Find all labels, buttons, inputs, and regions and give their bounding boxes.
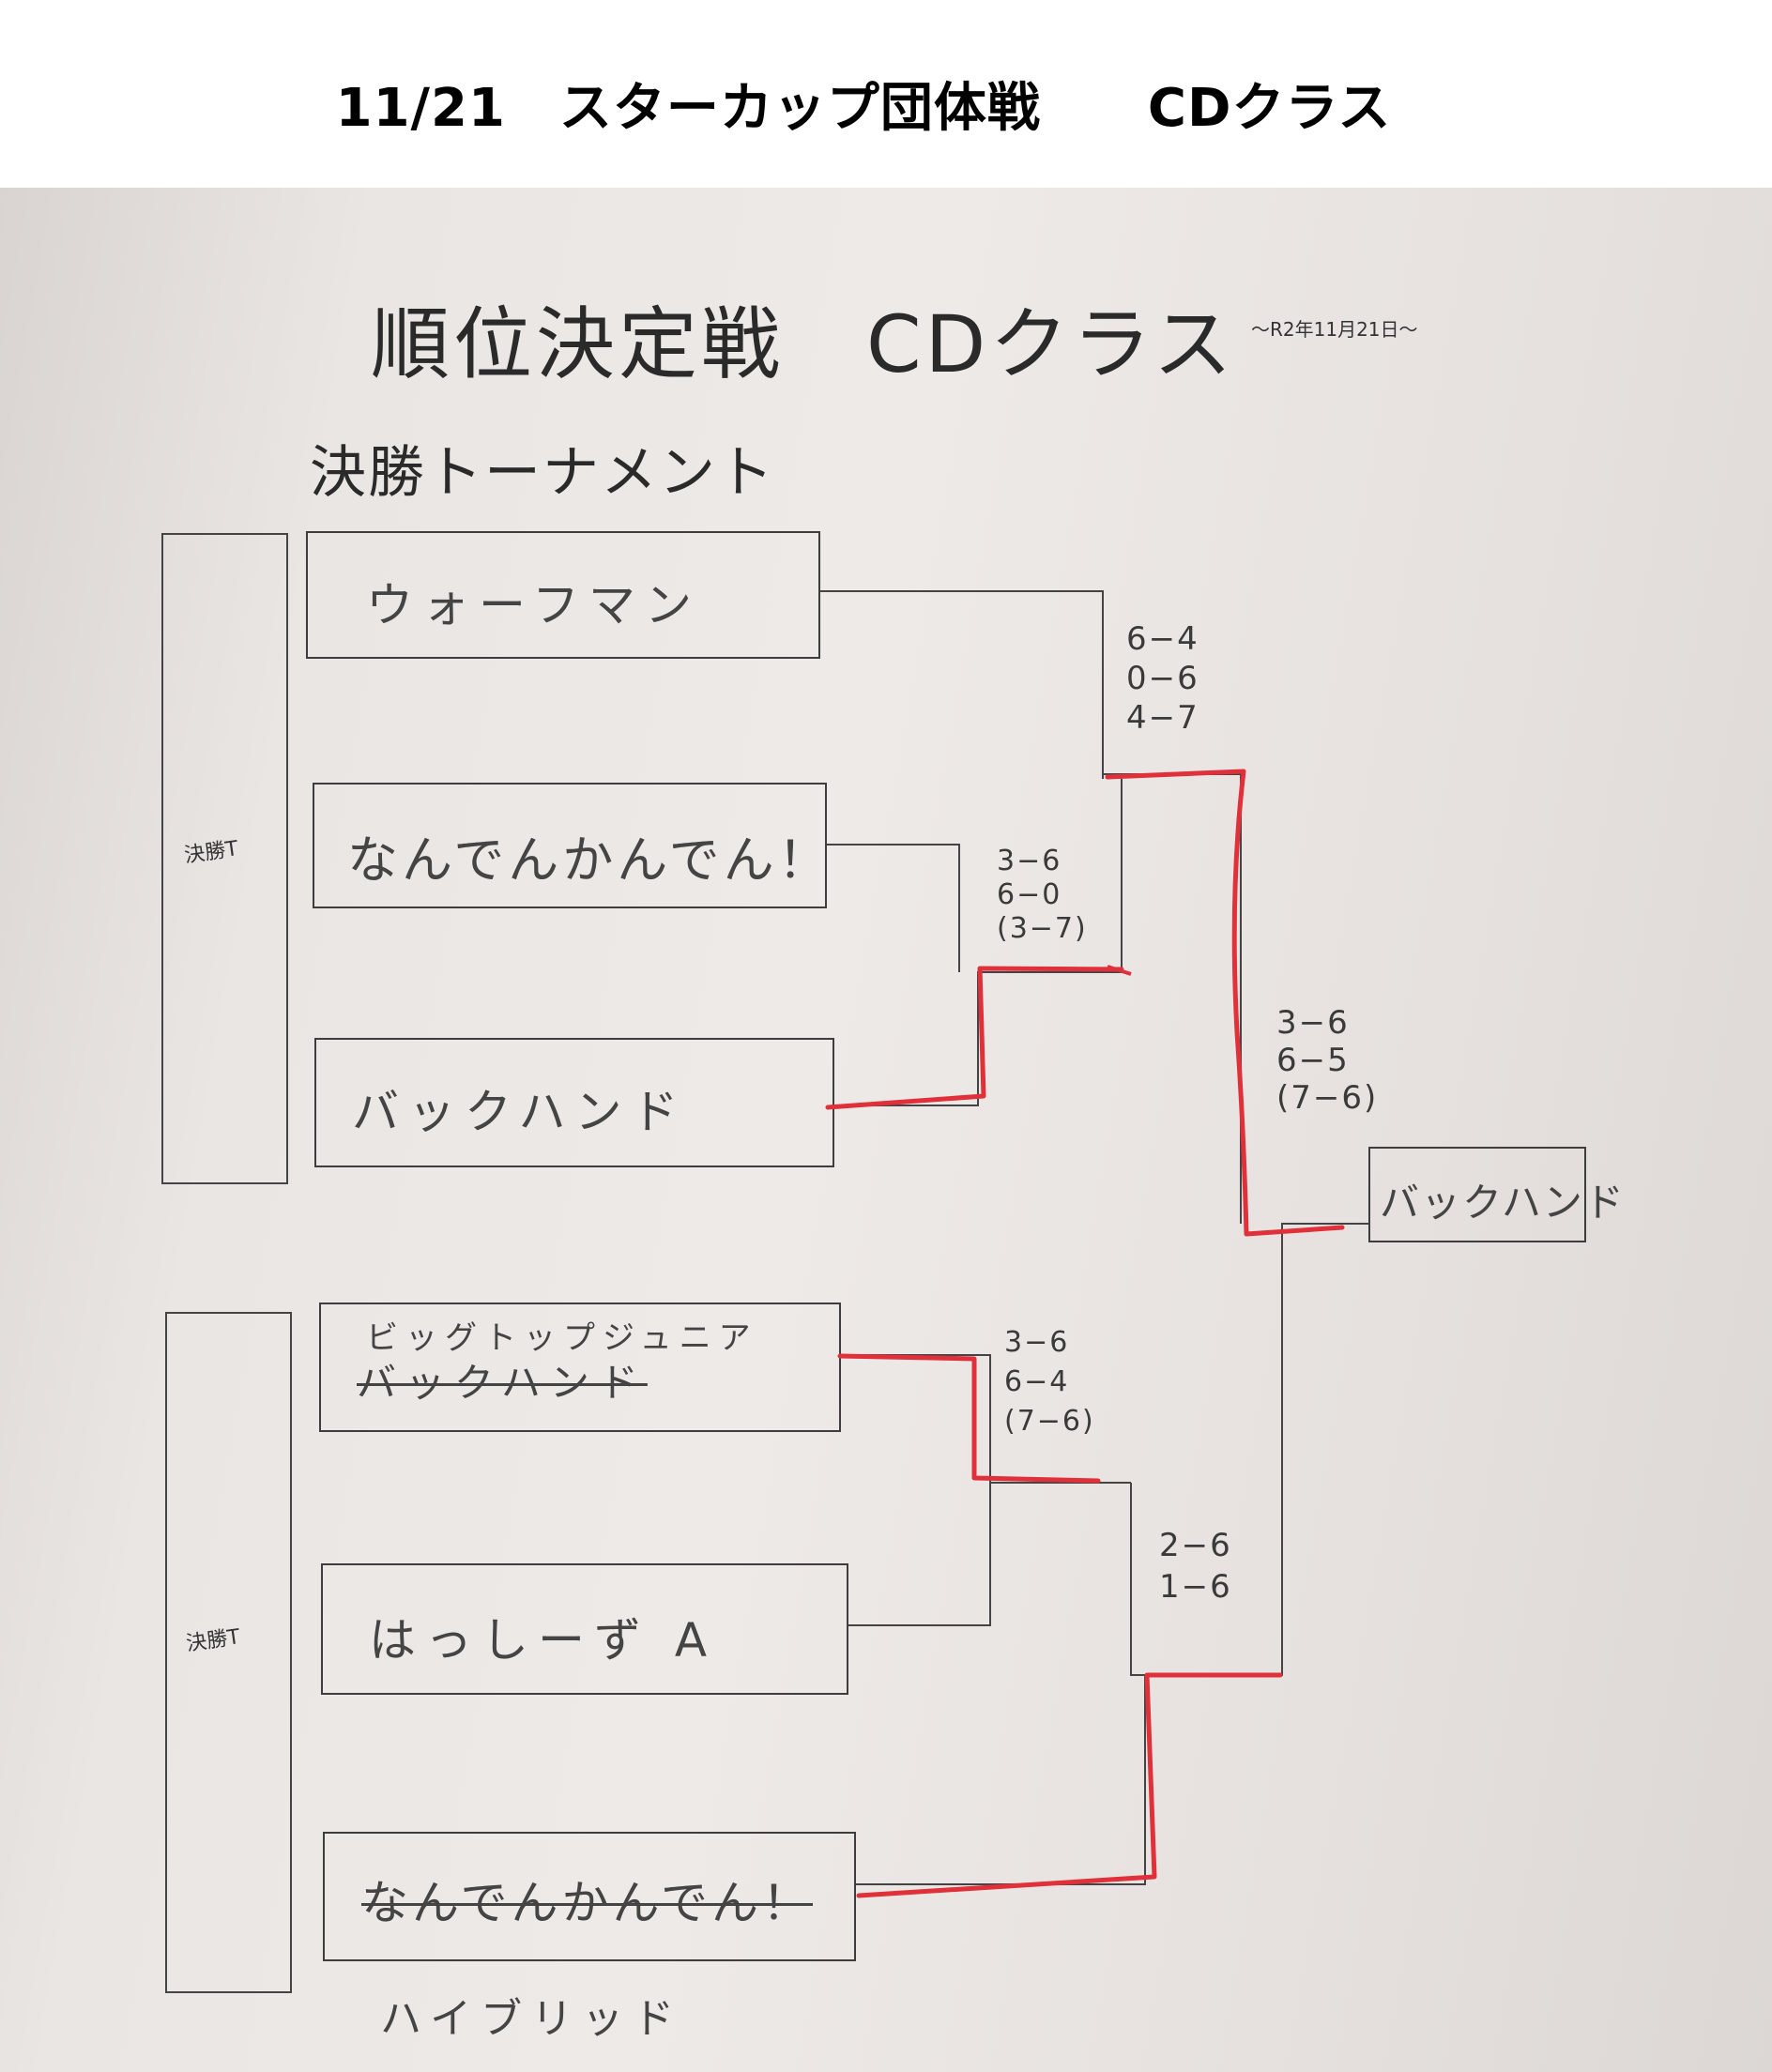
bracket-line-sf2-up	[1130, 1223, 1368, 1676]
score-2-set-2: 6−0	[997, 878, 1062, 911]
score-4-set-3: (7−6)	[1004, 1405, 1095, 1438]
score-4-set-2: 6−4	[1004, 1365, 1070, 1398]
page-header: 11/21 スターカップ団体戦 CDクラス	[0, 0, 1772, 188]
document-subtitle: 決勝トーナメント	[310, 440, 775, 506]
team-name-6: ハイブリッド	[380, 1995, 684, 2043]
team-box-5	[321, 1563, 848, 1695]
score-3-set-2: 6−5	[1276, 1042, 1350, 1079]
group-box-upper	[161, 533, 288, 1184]
score-4-set-1: 3−6	[1004, 1326, 1070, 1359]
winner-path-2	[1105, 769, 1345, 1237]
winner-name: バックハンド	[1380, 1180, 1626, 1226]
score-block-3: 3−6 6−5 (7−6)	[1276, 1004, 1378, 1117]
score-2-set-3: (3−7)	[997, 912, 1088, 945]
bracket-line-t2	[827, 844, 960, 972]
team-name-2: なんでんかんでん！	[347, 830, 833, 890]
winner-box	[1368, 1147, 1586, 1242]
bracket-line-t3	[834, 779, 1123, 1106]
score-3-set-3: (7−6)	[1276, 1079, 1379, 1117]
score-1-set-2: 0−6	[1126, 660, 1199, 697]
document-title: 順位決定戦 CDクラス	[371, 298, 1236, 390]
bracket-line-sf1	[1103, 773, 1242, 1224]
bracket-line-t1	[820, 590, 1104, 779]
team-box-4	[319, 1303, 841, 1432]
score-5-set-1: 2−6	[1159, 1527, 1232, 1564]
team-box-1	[306, 531, 820, 659]
score-block-1: 6−4 0−6 4−7	[1126, 619, 1199, 738]
team-box-2	[313, 783, 827, 908]
score-3-set-1: 3−6	[1276, 1004, 1350, 1042]
bracket-line-t5	[848, 1482, 1131, 1626]
bracket-photo: 順位決定戦 CDクラス 〜R2年11月21日〜 決勝トーナメント 決勝T 決勝T…	[0, 188, 1772, 2072]
team-name-5: はっしーず A	[369, 1613, 717, 1668]
score-2-set-1: 3−6	[997, 845, 1062, 877]
group-box-lower	[165, 1312, 292, 1993]
score-block-5: 2−6 1−6	[1159, 1525, 1232, 1607]
score-block-2: 3−6 6−0 (3−7)	[997, 845, 1088, 946]
bracket-lines	[820, 590, 1368, 1898]
winner-path-3	[837, 1353, 1101, 1484]
score-tick	[1107, 965, 1132, 976]
team-name-6-struck: なんでんかんでん！	[361, 1876, 813, 1930]
bracket-line-t6	[856, 1675, 1146, 1885]
team-box-3	[314, 1038, 834, 1167]
page-title: 11/21 スターカップ団体戦 CDクラス	[335, 78, 1392, 139]
score-1-set-3: 4−7	[1126, 699, 1199, 737]
bracket-line-t4	[841, 1354, 991, 1483]
winner-path-4	[856, 1672, 1283, 1898]
document-date: 〜R2年11月21日〜	[1251, 318, 1418, 341]
team-name-3: バックハンド	[352, 1085, 688, 1139]
team-box-6	[323, 1832, 856, 1961]
team-name-4: ビッグトップジュニア	[366, 1319, 758, 1357]
team-name-1: ウォーフマン	[366, 578, 701, 632]
winner-path-1	[825, 966, 1124, 1110]
team-name-4-struck: バックハンド	[357, 1360, 648, 1406]
score-5-set-2: 1−6	[1159, 1568, 1232, 1606]
score-block-4: 3−6 6−4 (7−6)	[1004, 1323, 1095, 1441]
score-1-set-1: 6−4	[1126, 620, 1199, 658]
